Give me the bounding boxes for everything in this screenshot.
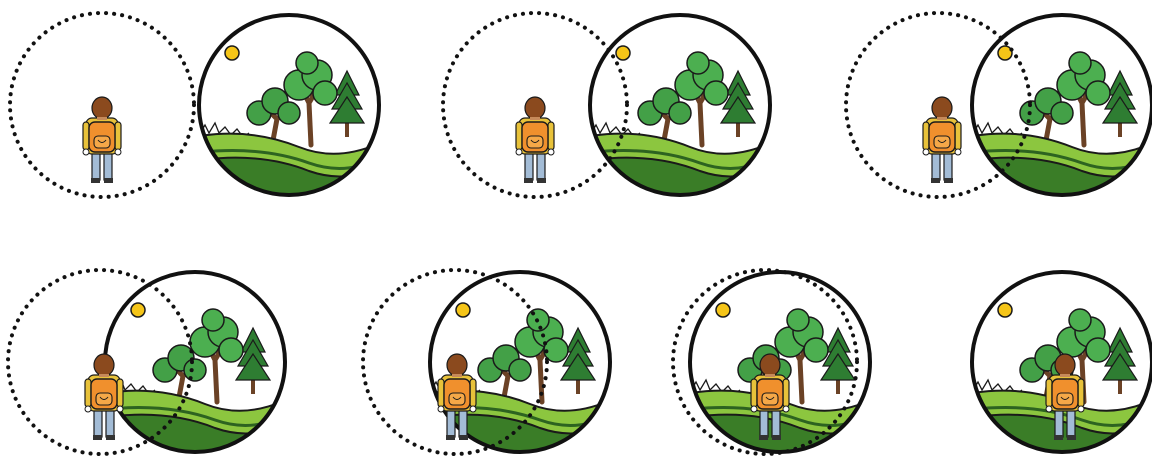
hiker <box>83 97 121 183</box>
panel-step-2 <box>443 13 775 205</box>
scene-circle <box>194 13 384 205</box>
hiker <box>516 97 554 183</box>
panel-step-5 <box>363 270 615 457</box>
scene-circle <box>585 13 775 205</box>
panel-step-4 <box>8 270 290 457</box>
hiker <box>923 97 961 183</box>
panel-step-3 <box>846 13 1152 205</box>
panel-step-7 <box>967 270 1152 457</box>
panel-step-6 <box>673 270 875 457</box>
panel-step-1 <box>10 13 384 205</box>
scene-circle <box>100 270 290 457</box>
